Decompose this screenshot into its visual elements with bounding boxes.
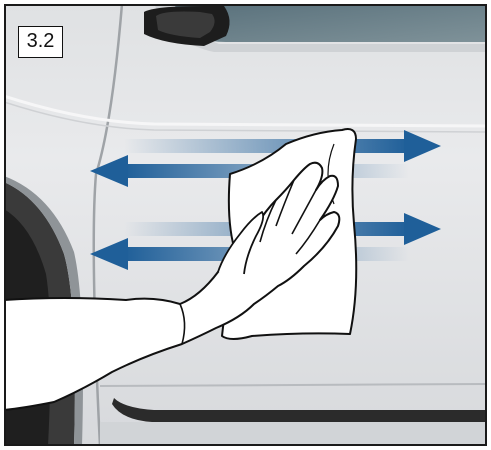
illustration-frame: 3.2 <box>4 4 487 446</box>
arrow-right-upper-shaft <box>124 139 409 153</box>
step-number-label: 3.2 <box>18 26 63 58</box>
rocker-panel <box>100 422 487 446</box>
car-door-wipe-illustration <box>4 4 487 446</box>
